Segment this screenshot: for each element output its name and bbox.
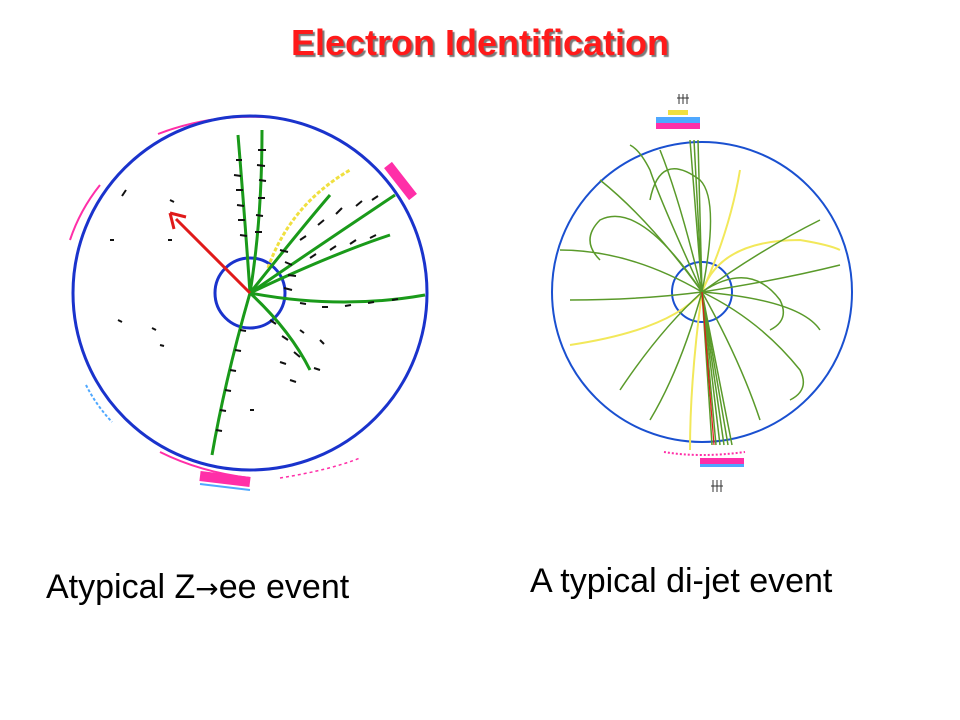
calorimeter-tower-bottom-em (700, 464, 744, 467)
zee-event-caption: Atypical Z→ee event (46, 568, 349, 607)
calorimeter-arc-bottom-right (279, 457, 361, 479)
zee-event-display (69, 114, 429, 491)
calorimeter-tower-top-had (656, 123, 700, 129)
caption-text-z: Atypical Z (46, 568, 196, 606)
track-up (248, 129, 264, 294)
outer-tracker-boundary (71, 114, 429, 472)
track-up-left (236, 134, 252, 294)
track-right-1 (249, 233, 391, 295)
calorimeter-arc-bottom-right (663, 451, 746, 456)
calorimeter-arc-left-cyan (85, 384, 113, 423)
inner-detector-boundary (213, 256, 287, 330)
em-cluster-upper-right (384, 161, 417, 201)
dijet-event-display (551, 94, 853, 492)
em-cluster-bottom-edge (199, 483, 251, 491)
muon-hits-top (677, 94, 689, 104)
tracker-hits (110, 149, 399, 432)
track-upper-right-1 (248, 194, 332, 294)
track-lower-right (248, 291, 312, 371)
calorimeter-marker-top (668, 110, 688, 115)
track-right-2 (249, 291, 426, 304)
low-pt-track (266, 168, 351, 269)
track-upper-right-2 (249, 193, 396, 295)
arrow-icon: → (195, 572, 219, 605)
calorimeter-tower-bottom-had (700, 458, 744, 464)
muon-hits-bottom (711, 480, 723, 492)
electron-arrowhead (168, 211, 187, 230)
calorimeter-arc-left (69, 184, 101, 241)
jet-tracks (559, 139, 841, 446)
inner-detector-boundary (671, 261, 733, 323)
electron-direction-arrow (174, 217, 252, 295)
outer-tracker-boundary (551, 141, 853, 443)
track-down (210, 292, 252, 456)
caption-text-ee: ee event (218, 568, 350, 606)
dijet-event-caption: A typical di-jet event (530, 562, 833, 600)
slide-title: Electron Identification (290, 22, 670, 63)
reconstructed-tracks (210, 129, 426, 456)
em-cluster-bottom (199, 471, 251, 487)
lepton-candidate-track (701, 291, 715, 446)
calorimeter-tower-top-em (656, 117, 700, 123)
